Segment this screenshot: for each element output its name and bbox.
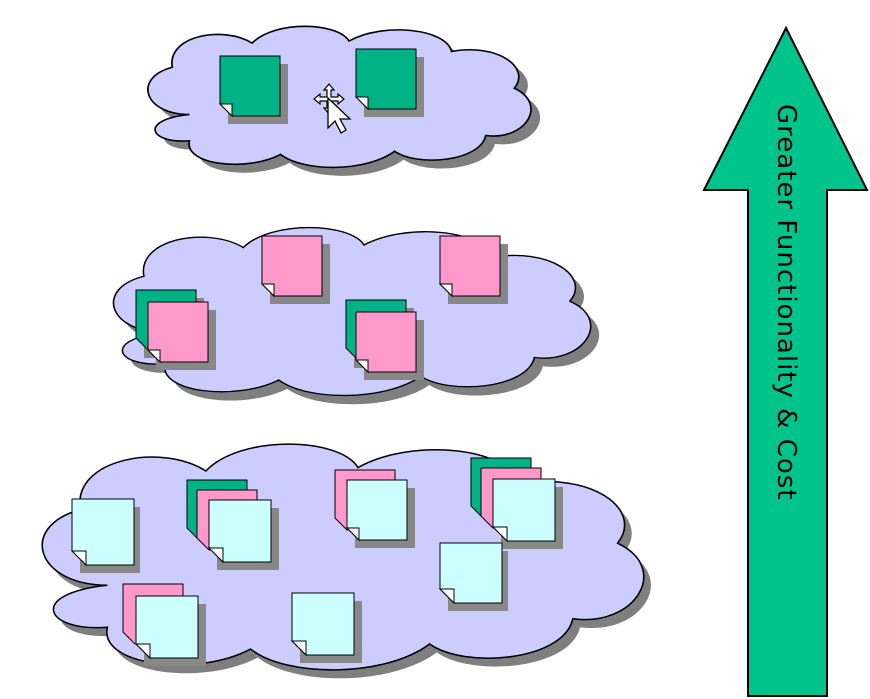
cloud-middle [112,226,600,405]
document-stack-icon [470,457,563,549]
document-stack-icon [345,299,424,380]
document-stack-icon [122,583,206,666]
document-icon [290,592,362,663]
cloud-bottom-documents [70,457,563,666]
document-icon [260,235,330,304]
document-icon [218,55,288,124]
functionality-cost-arrow: Greater Functionality & Cost [702,25,869,697]
document-icon [438,235,508,304]
arrow-shape [702,25,869,697]
cloud-top-documents [218,48,424,124]
document-stack-icon [334,469,415,548]
document-icon [438,542,508,611]
arrow-label: Greater Functionality & Cost [771,104,801,501]
document-stack-icon [135,289,216,370]
document-stack-icon [186,479,279,570]
cloud-top [147,25,541,176]
document-icon [354,48,424,117]
cloud-middle-documents [135,235,508,380]
move-cursor-icon [313,83,352,134]
document-icon [70,498,140,573]
cloud-bottom [41,443,651,679]
